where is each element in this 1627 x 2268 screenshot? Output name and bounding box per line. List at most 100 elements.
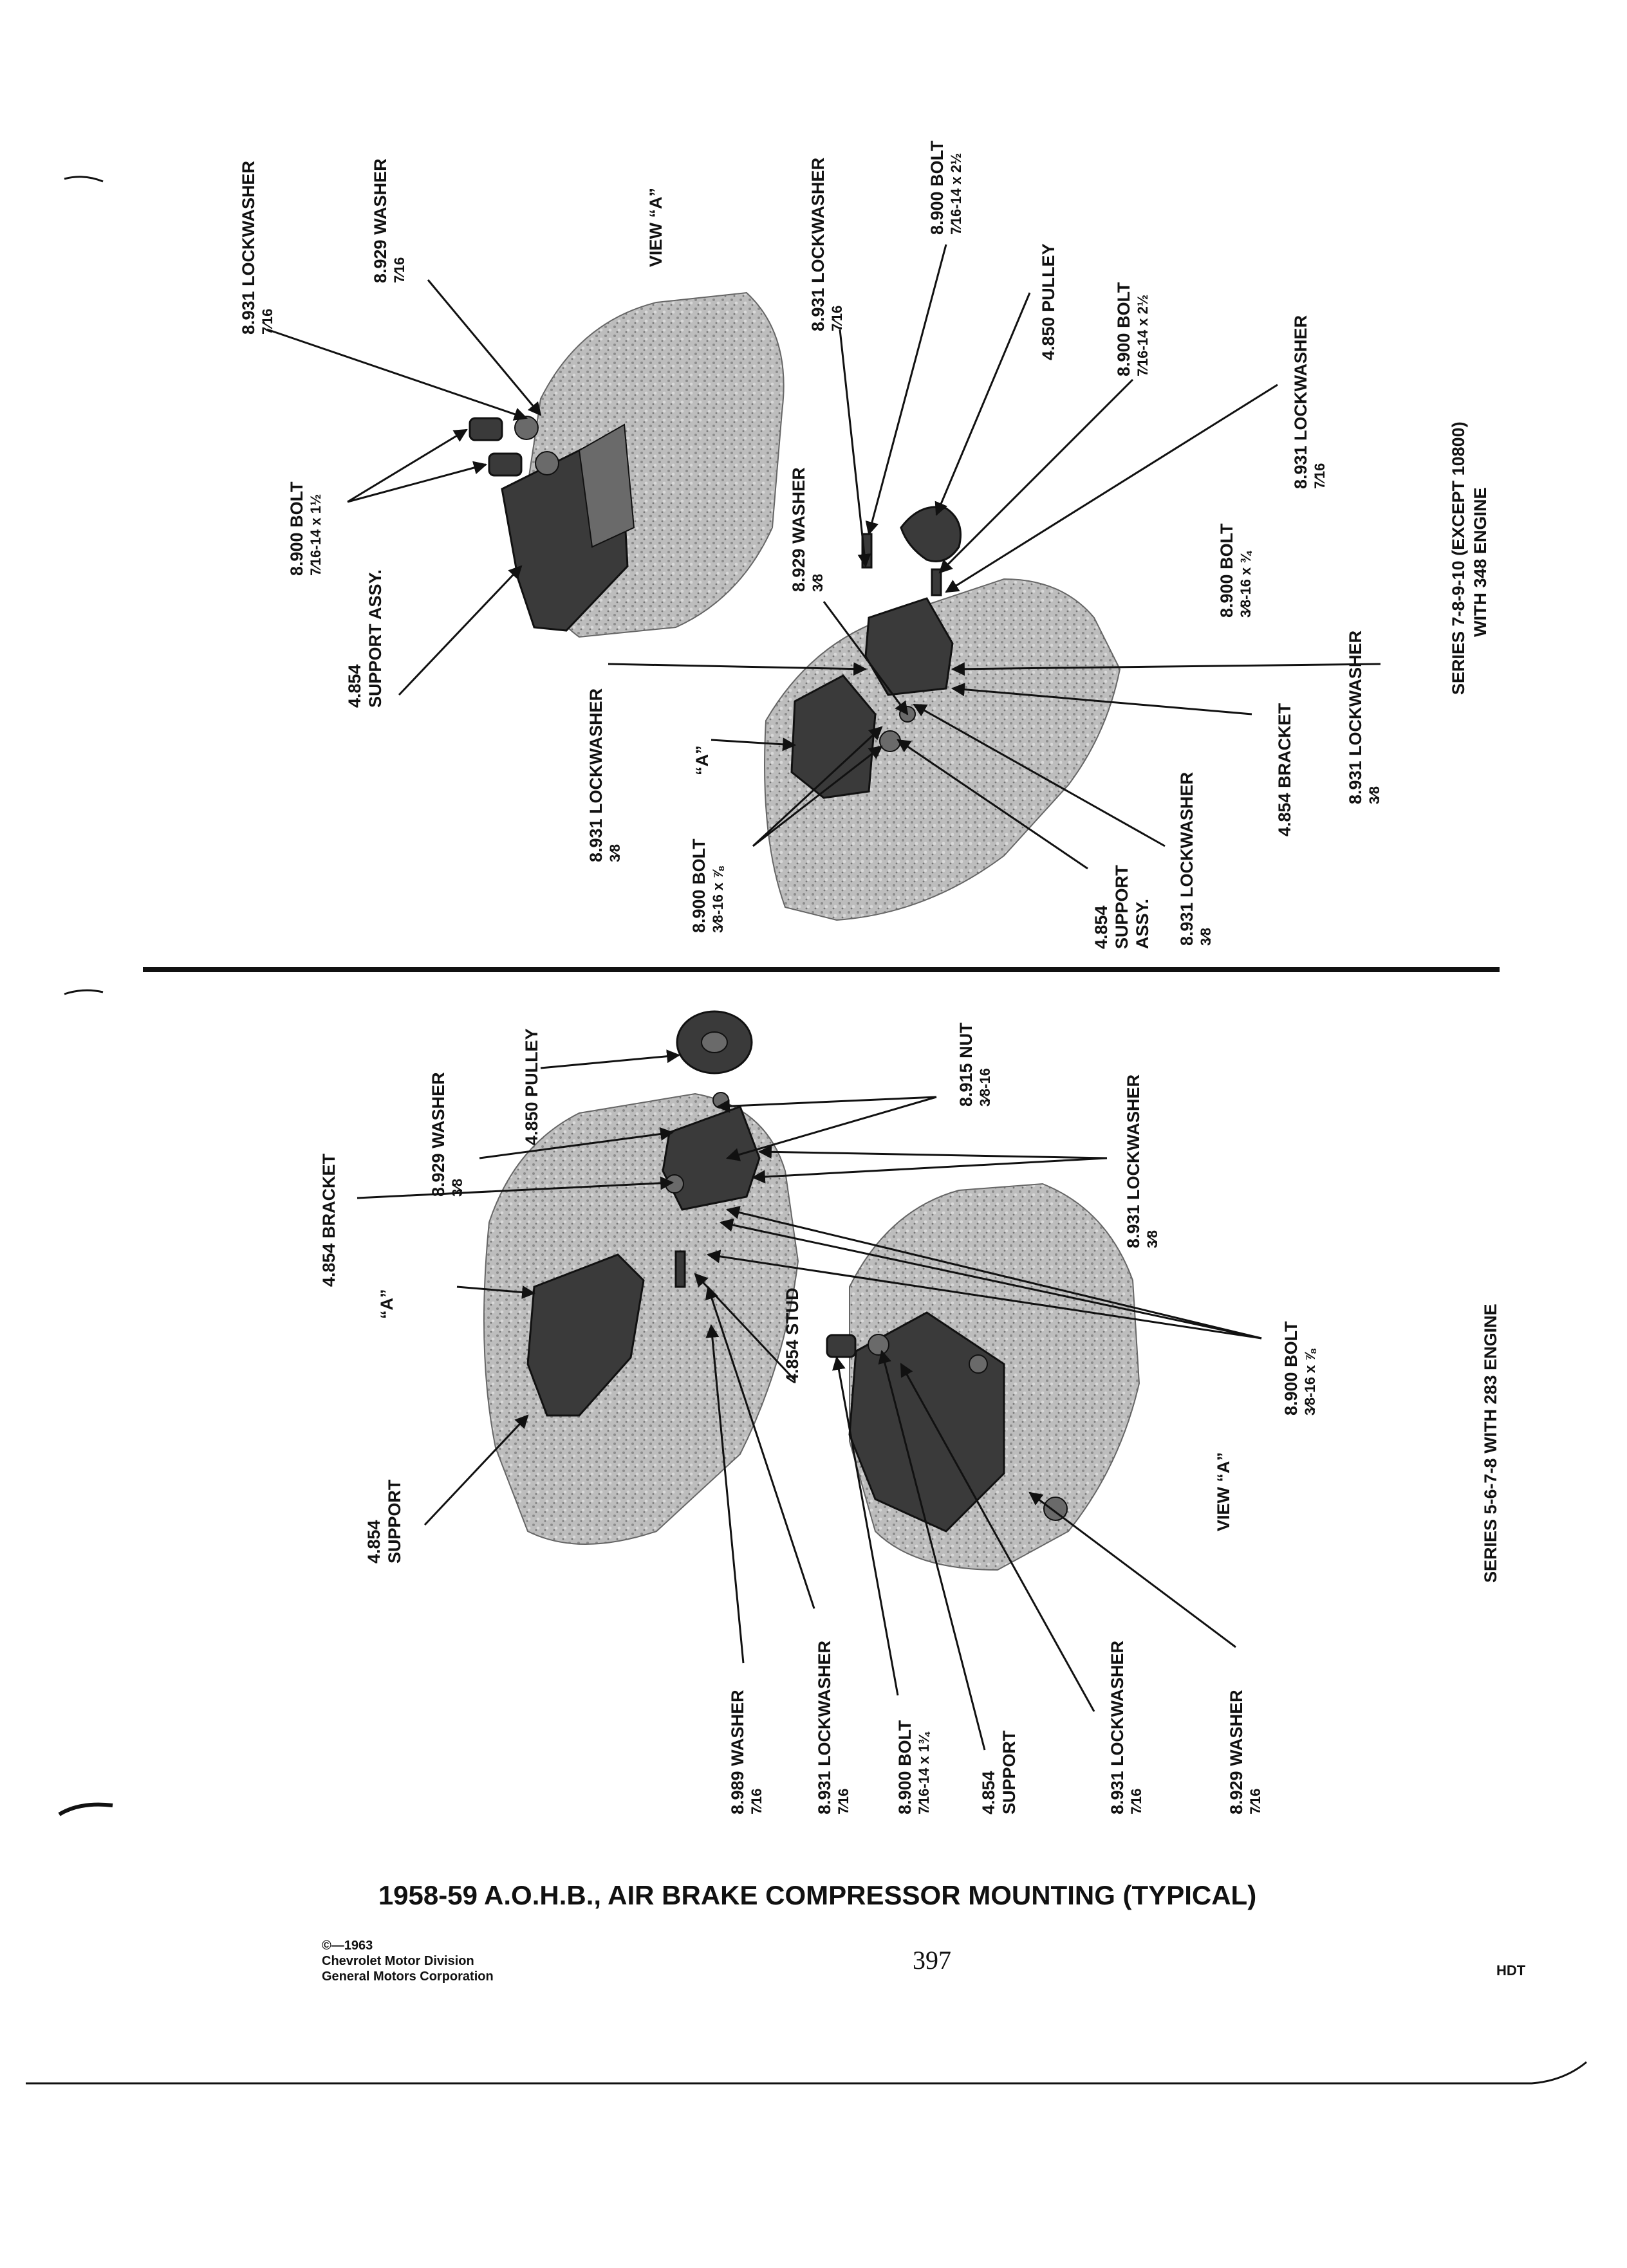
label-lower-bolt-1-75: 8.900 BOLT 7⁄16-14 x 1¾ <box>895 1720 932 1814</box>
lower-bracket-part <box>662 1105 761 1211</box>
svg-text:SUPPORT: SUPPORT <box>385 1479 404 1563</box>
svg-text:SERIES 7-8-9-10 (EXCEPT 10800): SERIES 7-8-9-10 (EXCEPT 10800) <box>1449 421 1468 695</box>
label-upper-view-a-title: VIEW “A” <box>646 188 665 267</box>
svg-text:8.931 LOCKWASHER: 8.931 LOCKWASHER <box>808 158 828 331</box>
svg-text:3⁄8-16: 3⁄8-16 <box>977 1068 993 1107</box>
svg-text:8.900 BOLT: 8.900 BOLT <box>689 838 709 933</box>
svg-text:8.900 BOLT: 8.900 BOLT <box>1114 282 1133 376</box>
svg-text:4.854: 4.854 <box>345 664 364 708</box>
margin-mark-middle <box>64 989 104 995</box>
svg-text:SUPPORT ASSY.: SUPPORT ASSY. <box>366 569 385 708</box>
section-code: HDT <box>1496 1962 1526 1978</box>
svg-text:8.989 WASHER: 8.989 WASHER <box>728 1690 747 1814</box>
svg-text:8.929 WASHER: 8.929 WASHER <box>1227 1690 1246 1814</box>
svg-text:8.900 BOLT: 8.900 BOLT <box>1281 1321 1301 1415</box>
lower-stud-part <box>674 1250 686 1288</box>
label-lower-bracket: 4.854 BRACKET <box>319 1153 339 1287</box>
label-upper-bolt-7-8: 8.900 BOLT 3⁄8-16 x ⅞ <box>689 838 726 933</box>
label-lower-pulley: 4.850 PULLEY <box>522 1028 541 1145</box>
svg-text:7⁄16-14 x 2½: 7⁄16-14 x 2½ <box>948 153 964 235</box>
page-number: 397 <box>913 1946 951 1975</box>
label-upper-lockwasher-3-8-bottom: 8.931 LOCKWASHER 3⁄8 <box>1177 772 1214 946</box>
corporation-text: General Motors Corporation <box>322 1969 494 1984</box>
label-upper-washer-7-16-top: 8.929 WASHER 7⁄16 <box>371 158 407 283</box>
svg-text:WITH 348 ENGINE: WITH 348 ENGINE <box>1471 487 1490 637</box>
label-upper-bracket: 4.854 BRACKET <box>1275 703 1294 836</box>
svg-text:8.915 NUT: 8.915 NUT <box>956 1022 976 1107</box>
label-lower-washer-989: 8.989 WASHER 7⁄16 <box>728 1690 765 1814</box>
label-upper-lockwasher-7-16-top: 8.931 LOCKWASHER 7⁄16 <box>239 161 275 335</box>
svg-text:7⁄16: 7⁄16 <box>259 309 275 335</box>
svg-text:3⁄8-16 x ¾: 3⁄8-16 x ¾ <box>1238 551 1254 618</box>
svg-text:4.850 PULLEY: 4.850 PULLEY <box>522 1028 541 1145</box>
label-upper-bolt-3-4: 8.900 BOLT 3⁄8-16 x ¾ <box>1217 523 1254 618</box>
svg-text:8.931 LOCKWASHER: 8.931 LOCKWASHER <box>1291 315 1310 489</box>
svg-text:3⁄8: 3⁄8 <box>1198 928 1214 946</box>
lower-view-a-engine-illustration <box>826 1183 1140 1571</box>
label-lower-washer-3-8: 8.929 WASHER 3⁄8 <box>429 1072 465 1197</box>
label-upper-view-a-mark: “A” <box>693 746 712 776</box>
label-upper-support-assy: 4.854 SUPPORT ASSY. <box>345 569 385 708</box>
svg-text:7⁄16-14 x 1¾: 7⁄16-14 x 1¾ <box>916 1731 932 1814</box>
margin-mark-bottom <box>58 1802 113 1816</box>
upper-leader-lines <box>266 244 1381 870</box>
label-lower-series: SERIES 5-6-7-8 WITH 283 ENGINE <box>1481 1304 1500 1583</box>
svg-text:8.931 LOCKWASHER: 8.931 LOCKWASHER <box>1108 1641 1127 1814</box>
svg-text:SUPPORT: SUPPORT <box>999 1730 1019 1814</box>
label-upper-lockwasher-7-16-right: 8.931 LOCKWASHER 7⁄16 <box>1291 315 1328 489</box>
svg-text:3⁄8-16 x ⅞: 3⁄8-16 x ⅞ <box>710 866 726 933</box>
svg-text:4.854: 4.854 <box>364 1520 384 1563</box>
label-upper-bolt-2-5-b: 8.900 BOLT 7⁄16-14 x 2½ <box>1114 282 1151 376</box>
upper-pulley-part <box>900 506 962 562</box>
upper-view-a-engine-illustration <box>469 291 785 638</box>
svg-text:3⁄8: 3⁄8 <box>1144 1230 1160 1248</box>
svg-text:7⁄16-14 x 1½: 7⁄16-14 x 1½ <box>308 494 324 576</box>
bottom-rule <box>26 2061 1587 2085</box>
label-lower-washer-7-16: 8.929 WASHER 7⁄16 <box>1227 1690 1263 1814</box>
lower-leader-lines <box>357 1049 1262 1751</box>
svg-text:4.854 BRACKET: 4.854 BRACKET <box>319 1153 339 1287</box>
svg-text:7⁄16: 7⁄16 <box>748 1789 765 1814</box>
svg-text:SERIES 5-6-7-8 WITH 283 ENGINE: SERIES 5-6-7-8 WITH 283 ENGINE <box>1481 1304 1500 1583</box>
label-upper-washer-3-8: 8.929 WASHER 3⁄8 <box>789 467 826 592</box>
label-lower-lockwasher-3-8: 8.931 LOCKWASHER 3⁄8 <box>1124 1074 1160 1248</box>
svg-text:4.854: 4.854 <box>979 1771 998 1814</box>
label-upper-lockwasher-3-8-right: 8.931 LOCKWASHER 3⁄8 <box>1346 631 1382 804</box>
svg-text:“A”: “A” <box>693 746 712 776</box>
label-lower-support-2: 4.854 SUPPORT <box>979 1730 1019 1814</box>
svg-text:8.900 BOLT: 8.900 BOLT <box>287 481 306 576</box>
svg-text:7⁄16-14 x 2½: 7⁄16-14 x 2½ <box>1135 295 1151 376</box>
division-text: Chevrolet Motor Division <box>322 1954 474 1968</box>
svg-text:7⁄16: 7⁄16 <box>391 257 407 283</box>
section-divider <box>143 967 1500 972</box>
label-upper-bolt-1-5: 8.900 BOLT 7⁄16-14 x 1½ <box>287 481 324 576</box>
svg-text:“A”: “A” <box>377 1289 396 1320</box>
svg-text:3⁄8-16 x ⅞: 3⁄8-16 x ⅞ <box>1302 1349 1318 1415</box>
label-upper-pulley: 4.850 PULLEY <box>1039 243 1058 360</box>
svg-text:8.929 WASHER: 8.929 WASHER <box>429 1072 448 1197</box>
copyright-text: ©—1963 <box>322 1939 373 1953</box>
label-lower-lockwasher-7-16-b: 8.931 LOCKWASHER 7⁄16 <box>1108 1641 1144 1814</box>
lower-view-a-support-part <box>848 1311 1005 1533</box>
svg-text:8.900 BOLT: 8.900 BOLT <box>895 1720 915 1814</box>
label-lower-view-a-title: VIEW “A” <box>1214 1452 1233 1531</box>
svg-text:SUPPORT: SUPPORT <box>1112 865 1131 949</box>
svg-text:8.931 LOCKWASHER: 8.931 LOCKWASHER <box>586 688 606 862</box>
svg-text:3⁄8: 3⁄8 <box>810 574 826 592</box>
svg-text:4.854 BRACKET: 4.854 BRACKET <box>1275 703 1294 836</box>
svg-text:ASSY.: ASSY. <box>1133 899 1152 949</box>
label-lower-bolt-7-8: 8.900 BOLT 3⁄8-16 x ⅞ <box>1281 1321 1318 1415</box>
svg-text:8.931 LOCKWASHER: 8.931 LOCKWASHER <box>815 1641 834 1814</box>
svg-text:VIEW “A”: VIEW “A” <box>646 188 665 267</box>
lower-support-part <box>526 1253 645 1417</box>
svg-text:3⁄8: 3⁄8 <box>1366 786 1382 804</box>
label-lower-lockwasher-7-16-a: 8.931 LOCKWASHER 7⁄16 <box>815 1641 851 1814</box>
svg-text:8.931 LOCKWASHER: 8.931 LOCKWASHER <box>239 161 258 335</box>
svg-text:8.929 WASHER: 8.929 WASHER <box>789 467 808 592</box>
label-upper-bolt-2-5-a: 8.900 BOLT 7⁄16-14 x 2½ <box>927 140 964 235</box>
label-lower-nut: 8.915 NUT 3⁄8-16 <box>956 1022 993 1107</box>
label-upper-series: SERIES 7-8-9-10 (EXCEPT 10800) WITH 348 … <box>1449 421 1490 695</box>
lower-section: 4.854 BRACKET 8.929 WASHER 3⁄8 4.850 PUL… <box>319 1010 1500 1814</box>
